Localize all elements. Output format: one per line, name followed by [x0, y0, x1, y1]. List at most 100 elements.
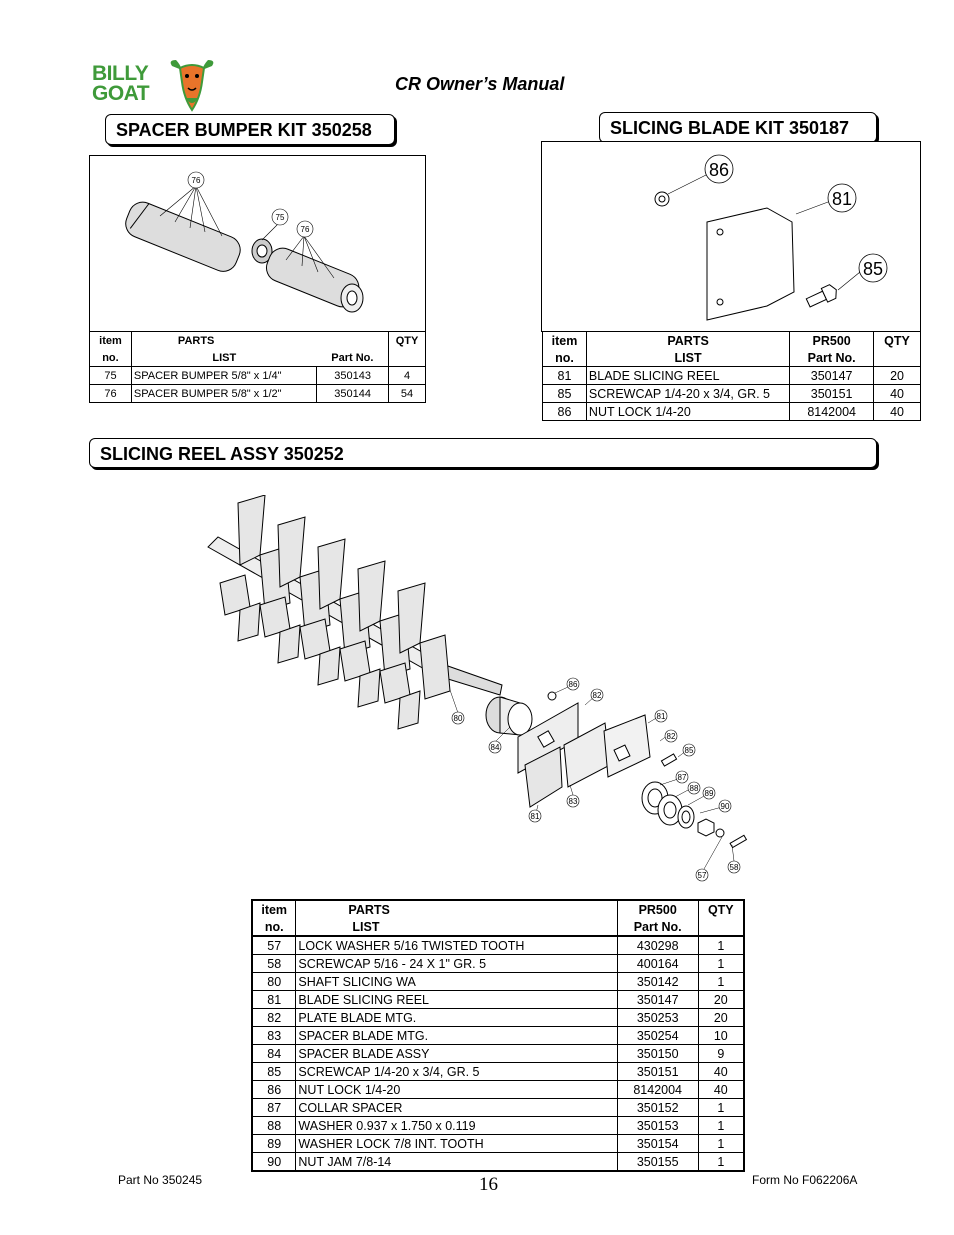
callout-86: 86 — [709, 160, 729, 180]
th-model: PR500 — [789, 331, 875, 349]
slicing-reel-exploded-drawing: 86 82 81 82 85 80 84 87 88 89 90 83 81 5… — [207, 495, 748, 882]
cell-item: 85 — [251, 1062, 297, 1081]
th-qty-blank — [388, 349, 426, 367]
th-qty-blank — [697, 918, 745, 937]
cell-desc: SPACER BLADE ASSY — [295, 1044, 618, 1063]
th-no: no. — [542, 349, 587, 367]
cell-part: 350155 — [616, 1152, 699, 1172]
cell-desc: LOCK WASHER 5/16 TWISTED TOOTH — [295, 935, 618, 955]
th-partno: Part No. — [616, 918, 699, 937]
cell-qty: 1 — [697, 1152, 745, 1172]
th-qty: QTY — [873, 331, 921, 349]
th-list: LIST — [585, 349, 791, 367]
callout-81: 81 — [832, 189, 852, 209]
th-item: item — [251, 899, 297, 918]
cell-item: 85 — [542, 384, 587, 403]
th-model: PR500 — [616, 899, 699, 918]
cell-part: 350153 — [616, 1116, 699, 1135]
callout-85: 85 — [685, 746, 694, 755]
cell-item: 83 — [251, 1026, 297, 1045]
slicing-reel-callouts: 86 82 81 82 85 80 84 87 88 89 90 83 81 5… — [451, 677, 741, 882]
callout-76b: 76 — [301, 225, 310, 234]
cell-qty: 40 — [697, 1062, 745, 1081]
th-item: item — [89, 331, 132, 349]
cell-part: 350142 — [616, 972, 699, 991]
th-parts: PARTS — [295, 899, 618, 918]
cell-part: 8142004 — [789, 402, 875, 421]
slicing-blade-parts-table: item PARTS PR500 QTY no. LIST Part No. 8… — [542, 331, 921, 421]
cell-item: 80 — [251, 972, 297, 991]
th-no: no. — [251, 918, 297, 937]
th-qty: QTY — [697, 899, 745, 918]
cell-part: 400164 — [616, 954, 699, 973]
slicing-blade-kit-title: SLICING BLADE KIT 350187 — [599, 112, 877, 143]
cell-part: 350253 — [616, 1008, 699, 1027]
callout-58: 58 — [730, 863, 739, 872]
table-row: 86 NUT LOCK 1/4-20 8142004 40 — [542, 402, 921, 421]
cell-qty: 10 — [697, 1026, 745, 1045]
cell-qty: 1 — [697, 1098, 745, 1117]
cell-desc: NUT JAM 7/8-14 — [295, 1152, 618, 1172]
footer-form-no: Form No F062206A — [752, 1173, 858, 1187]
callout-86: 86 — [569, 680, 578, 689]
cell-item: 75 — [89, 366, 132, 385]
th-qty-blank — [873, 349, 921, 367]
cell-part: 350143 — [316, 366, 390, 385]
callout-83: 83 — [569, 797, 578, 806]
logo-text-line2: GOAT — [92, 82, 150, 105]
cell-part: 350144 — [316, 384, 390, 403]
cell-item: 87 — [251, 1098, 297, 1117]
cell-desc: BLADE SLICING REEL — [585, 366, 791, 385]
cell-part: 350154 — [616, 1134, 699, 1153]
spacer-bumper-parts-table: item PARTS QTY no. LIST Part No. 75 SPAC… — [89, 331, 426, 403]
cell-qty: 1 — [697, 954, 745, 973]
callout-82: 82 — [593, 691, 602, 700]
callout-80: 80 — [454, 714, 463, 723]
cell-desc: COLLAR SPACER — [295, 1098, 618, 1117]
cell-desc: SCREWCAP 1/4-20 x 3/4, GR. 5 — [295, 1062, 618, 1081]
cell-desc: SPACER BLADE MTG. — [295, 1026, 618, 1045]
table-row: 76 SPACER BUMPER 5/8" x 1/2" 350144 54 — [89, 384, 426, 403]
cell-qty: 20 — [697, 1008, 745, 1027]
cell-desc: NUT LOCK 1/4-20 — [295, 1080, 618, 1099]
cell-part: 350147 — [616, 990, 699, 1009]
callout-57: 57 — [698, 871, 707, 880]
table-row: 81 BLADE SLICING REEL 350147 20 — [542, 366, 921, 385]
th-qty: QTY — [388, 331, 426, 349]
cell-desc: WASHER 0.937 x 1.750 x 0.119 — [295, 1116, 618, 1135]
th-parts: PARTS — [585, 331, 791, 349]
slicing-reel-parts-table: item PARTS PR500 QTY no. LIST Part No. 5… — [251, 899, 745, 1172]
cell-qty: 9 — [697, 1044, 745, 1063]
cell-item: 81 — [251, 990, 297, 1009]
callout-82b: 82 — [667, 732, 676, 741]
callout-76: 76 — [192, 176, 201, 185]
callout-81: 81 — [657, 712, 666, 721]
cell-qty: 1 — [697, 1134, 745, 1153]
cell-part: 350151 — [789, 384, 875, 403]
th-no: no. — [89, 349, 132, 367]
cell-item: 86 — [251, 1080, 297, 1099]
cell-qty: 20 — [873, 366, 921, 385]
spacer-bumper-kit-title: SPACER BUMPER KIT 350258 — [105, 114, 395, 145]
page-number: 16 — [479, 1174, 498, 1195]
cell-qty: 20 — [697, 990, 745, 1009]
cell-desc: PLATE BLADE MTG. — [295, 1008, 618, 1027]
cell-qty: 1 — [697, 1116, 745, 1135]
th-item: item — [542, 331, 587, 349]
logo-text-line1: BILLY — [92, 62, 149, 85]
callout-85: 85 — [863, 259, 883, 279]
cell-item: 84 — [251, 1044, 297, 1063]
table-row: 75 SPACER BUMPER 5/8" x 1/4" 350143 4 — [89, 366, 426, 385]
callout-87: 87 — [678, 773, 687, 782]
cell-qty: 1 — [697, 935, 745, 955]
cell-part: 350152 — [616, 1098, 699, 1117]
